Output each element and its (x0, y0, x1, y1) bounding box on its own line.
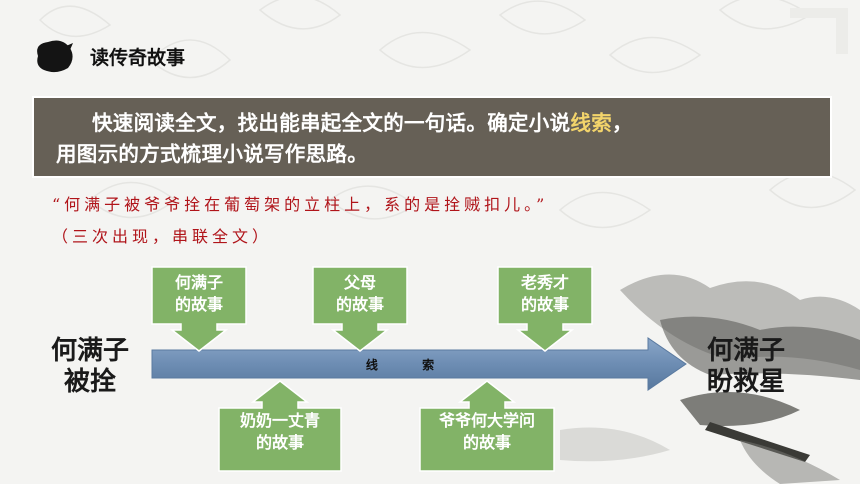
task-instruction-box: 快速阅读全文，找出能串起全文的一句话。确定小说线索， 用图示的方式梳理小说写作思… (32, 96, 832, 178)
callout-story-he-manzi: 何满子 的故事 (151, 266, 247, 352)
task-text-line1-end: ， (612, 111, 633, 135)
section-title: 读传奇故事 (90, 46, 186, 69)
section-header: 读传奇故事 (32, 36, 185, 76)
key-sentence-quote: “何满子被爷爷拴在葡萄架的立柱上，系的是拴贼扣儿。” (52, 195, 549, 214)
callout-story-old-scholar: 老秀才 的故事 (497, 266, 593, 352)
callout-story-grandpa: 爷爷何大学问 的故事 (419, 380, 555, 472)
task-text-line2: 用图示的方式梳理小说写作思路。 (56, 142, 368, 166)
ink-landscape-decoration (560, 274, 860, 484)
quote-annotation: （三次出现，串联全文） (52, 227, 273, 246)
callout-story-parents: 父母 的故事 (312, 266, 408, 352)
callout-story-grandma: 奶奶一丈青 的故事 (218, 380, 342, 472)
clue-timeline-arrow (151, 337, 687, 391)
task-highlight-keyword: 线索 (570, 111, 613, 135)
diagram-end-label: 何满子 盼救星 (706, 336, 785, 397)
ink-brush-icon (37, 40, 73, 73)
task-text-line1: 快速阅读全文，找出能串起全文的一句话。确定小说 (92, 111, 571, 135)
diagram-start-label: 何满子 被拴 (50, 336, 129, 397)
arrow-label: 线 索 (365, 358, 455, 372)
leaf-background-decoration (38, 0, 857, 229)
